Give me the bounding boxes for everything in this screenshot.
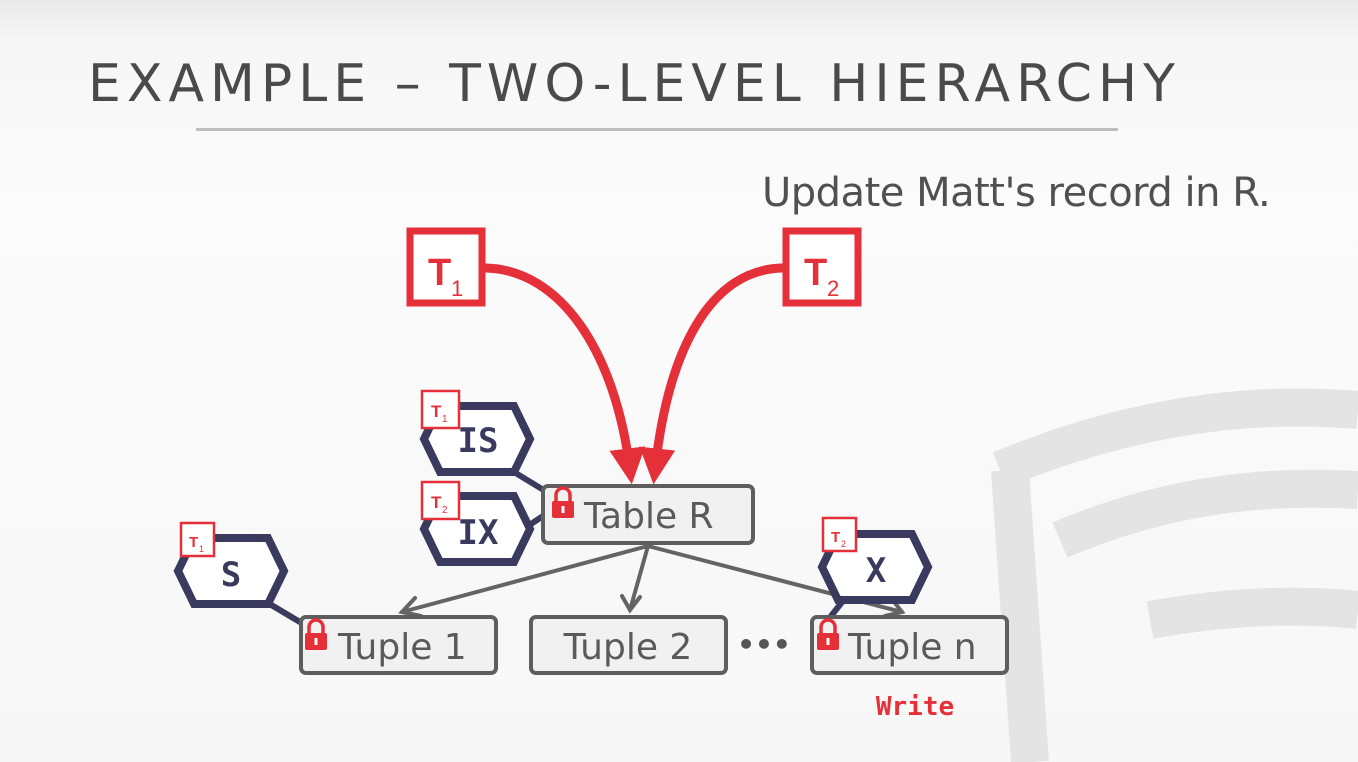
- s-holder-subscript: 1: [199, 544, 204, 554]
- padlock-icon: [817, 618, 839, 650]
- is-holder-letter: T: [431, 402, 442, 421]
- ix-holder-letter: T: [431, 493, 442, 512]
- table-r-label: Table R: [583, 496, 714, 537]
- tuple-1-label: Tuple 1: [337, 627, 467, 668]
- database-watermark-icon: [991, 388, 1358, 762]
- tuple-2-node: Tuple 2: [529, 615, 728, 675]
- s-mode-label: S: [221, 555, 241, 595]
- is-mode-label: IS: [458, 421, 499, 461]
- slide-title: EXAMPLE – TWO-LEVEL HIERARCHY: [88, 54, 1181, 114]
- tuple-2-label: Tuple 2: [563, 627, 693, 668]
- transaction-arrows: [481, 263, 787, 485]
- arrowhead-tuple2-icon: [620, 594, 642, 614]
- tuple-n-node: Tuple n: [810, 615, 1009, 675]
- t2-subscript: 2: [827, 276, 839, 301]
- s-holder-letter: T: [189, 534, 198, 551]
- x-holder-letter: T: [831, 529, 840, 546]
- tuple-ellipsis: •••: [737, 628, 791, 661]
- t1-subscript: 1: [451, 276, 463, 301]
- t1-letter: T: [428, 252, 451, 294]
- ix-lock: IX T 2: [419, 480, 535, 566]
- is-holder-subscript: 1: [442, 414, 448, 425]
- t2-arrow: [639, 263, 787, 485]
- t2-box: T 2: [782, 227, 862, 307]
- write-annotation: Write: [876, 692, 954, 722]
- edge-table-to-tuple2: [628, 544, 650, 612]
- t2-letter: T: [804, 252, 827, 294]
- padlock-icon: [305, 618, 327, 650]
- s-lock: S T 1: [173, 521, 289, 608]
- t1-arrow: [481, 263, 646, 485]
- t1-box: T 1: [406, 227, 486, 307]
- ix-holder-subscript: 2: [442, 505, 448, 516]
- ix-mode-label: IX: [458, 513, 499, 553]
- x-holder-subscript: 2: [841, 539, 846, 549]
- x-mode-label: X: [866, 551, 887, 591]
- title-underline: [196, 128, 1118, 131]
- is-lock: IS T 1: [419, 389, 535, 476]
- padlock-icon: [552, 486, 574, 518]
- table-r-node: Table R: [541, 484, 755, 545]
- tuple-n-label: Tuple n: [847, 627, 977, 668]
- edge-table-to-tuple1: [400, 544, 650, 614]
- x-lock: X T 2: [817, 516, 933, 604]
- slide-subtitle: Update Matt's record in R.: [762, 170, 1271, 216]
- arrowhead-tuple1-icon: [398, 596, 423, 618]
- tuple-1-node: Tuple 1: [299, 615, 498, 675]
